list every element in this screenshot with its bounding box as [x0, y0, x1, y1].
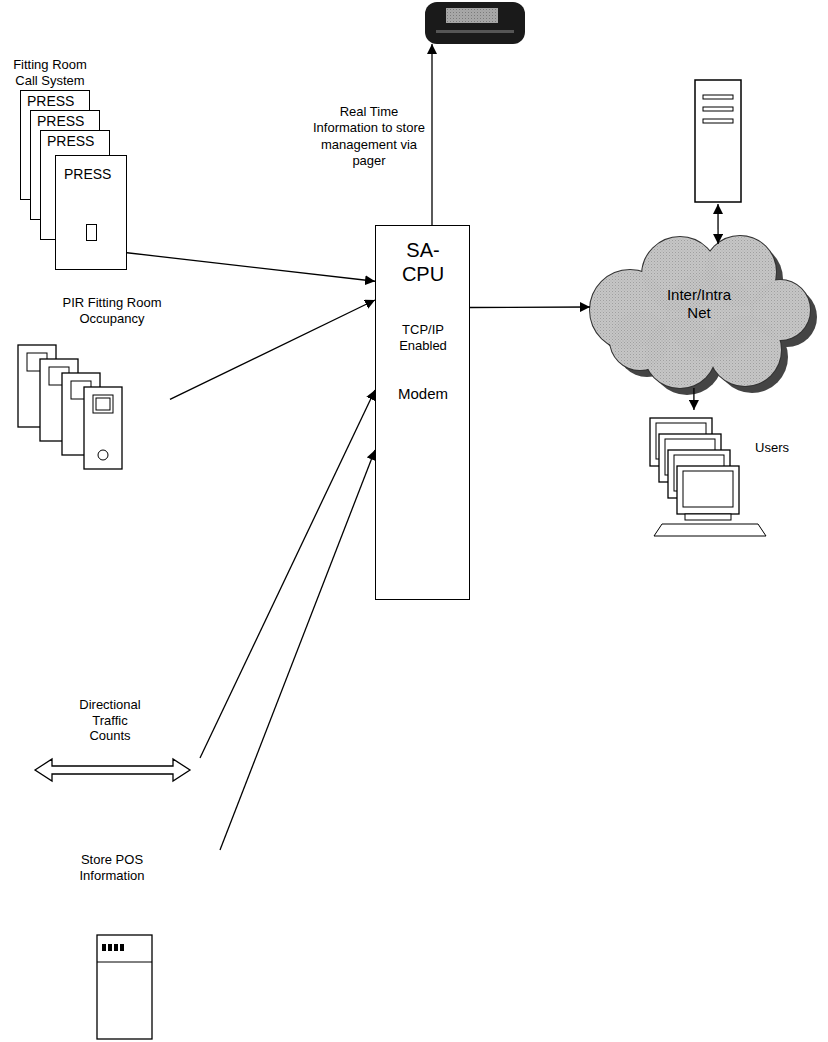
cloud-outline: [590, 236, 810, 388]
pager-edge: [436, 30, 514, 33]
pager: [425, 2, 525, 44]
pager-body: [425, 2, 525, 44]
user-workstations: Users: [640, 410, 805, 550]
call-button-card: PRESS: [55, 155, 127, 270]
server-bay: [703, 95, 733, 99]
node-text: PRESS: [47, 133, 103, 150]
node-text: PRESS: [37, 113, 93, 130]
connector-arrow: [717, 204, 718, 244]
server: [693, 78, 743, 204]
server-bay: [703, 107, 733, 111]
node-text: Fitting Room Call System: [5, 57, 95, 88]
cloud-fill: [590, 236, 810, 388]
connector-arrow: [127, 253, 375, 282]
pir-detector: [84, 387, 122, 469]
node-text: Inter/Intra Net: [654, 286, 744, 322]
pir-sensor-stack: PIR Fitting Room Occupancy: [10, 295, 170, 475]
card-stack: Fitting Room Call SystemPRESS PRESS PRESS P…: [5, 55, 135, 275]
edge-label: Real Time Information to store managemen…: [312, 104, 426, 169]
node-text: PRESS: [64, 166, 120, 183]
node-text: Modem: [380, 385, 466, 403]
traffic-counter: Directional Traffic Counts: [25, 695, 200, 785]
node-text: PRESS: [27, 93, 83, 110]
pager-screen: [446, 8, 498, 23]
user-computer: [654, 466, 766, 536]
pager-screen-texture: [446, 8, 498, 23]
server-bay: [703, 119, 733, 123]
connector-arrow: [693, 388, 694, 410]
connector-arrow: [170, 300, 375, 399]
node-text: PIR Fitting Room Occupancy: [58, 295, 166, 326]
network-cloud: Inter/Intra Net: [588, 238, 810, 388]
node-text: Directional Traffic Counts: [72, 697, 148, 744]
connector-arrow: [431, 44, 432, 225]
cpu-box: SA-CPU TCP/IP EnabledModem: [375, 225, 470, 600]
server-tower: [695, 80, 741, 202]
connector-arrow: [220, 450, 375, 850]
node-text: SA-CPU: [393, 238, 453, 286]
node-text: Users: [746, 440, 798, 456]
node-text: Store POS Information: [72, 852, 152, 883]
node-text: TCP/IP Enabled: [386, 322, 460, 353]
cloud-texture: [591, 237, 809, 387]
traffic-double-arrow: [35, 759, 190, 781]
pos-terminal-node: Store POS Information: [70, 850, 220, 1040]
connector-arrow: [470, 306, 590, 308]
pos-terminal: [97, 935, 152, 1039]
connector-arrow: [200, 390, 375, 758]
